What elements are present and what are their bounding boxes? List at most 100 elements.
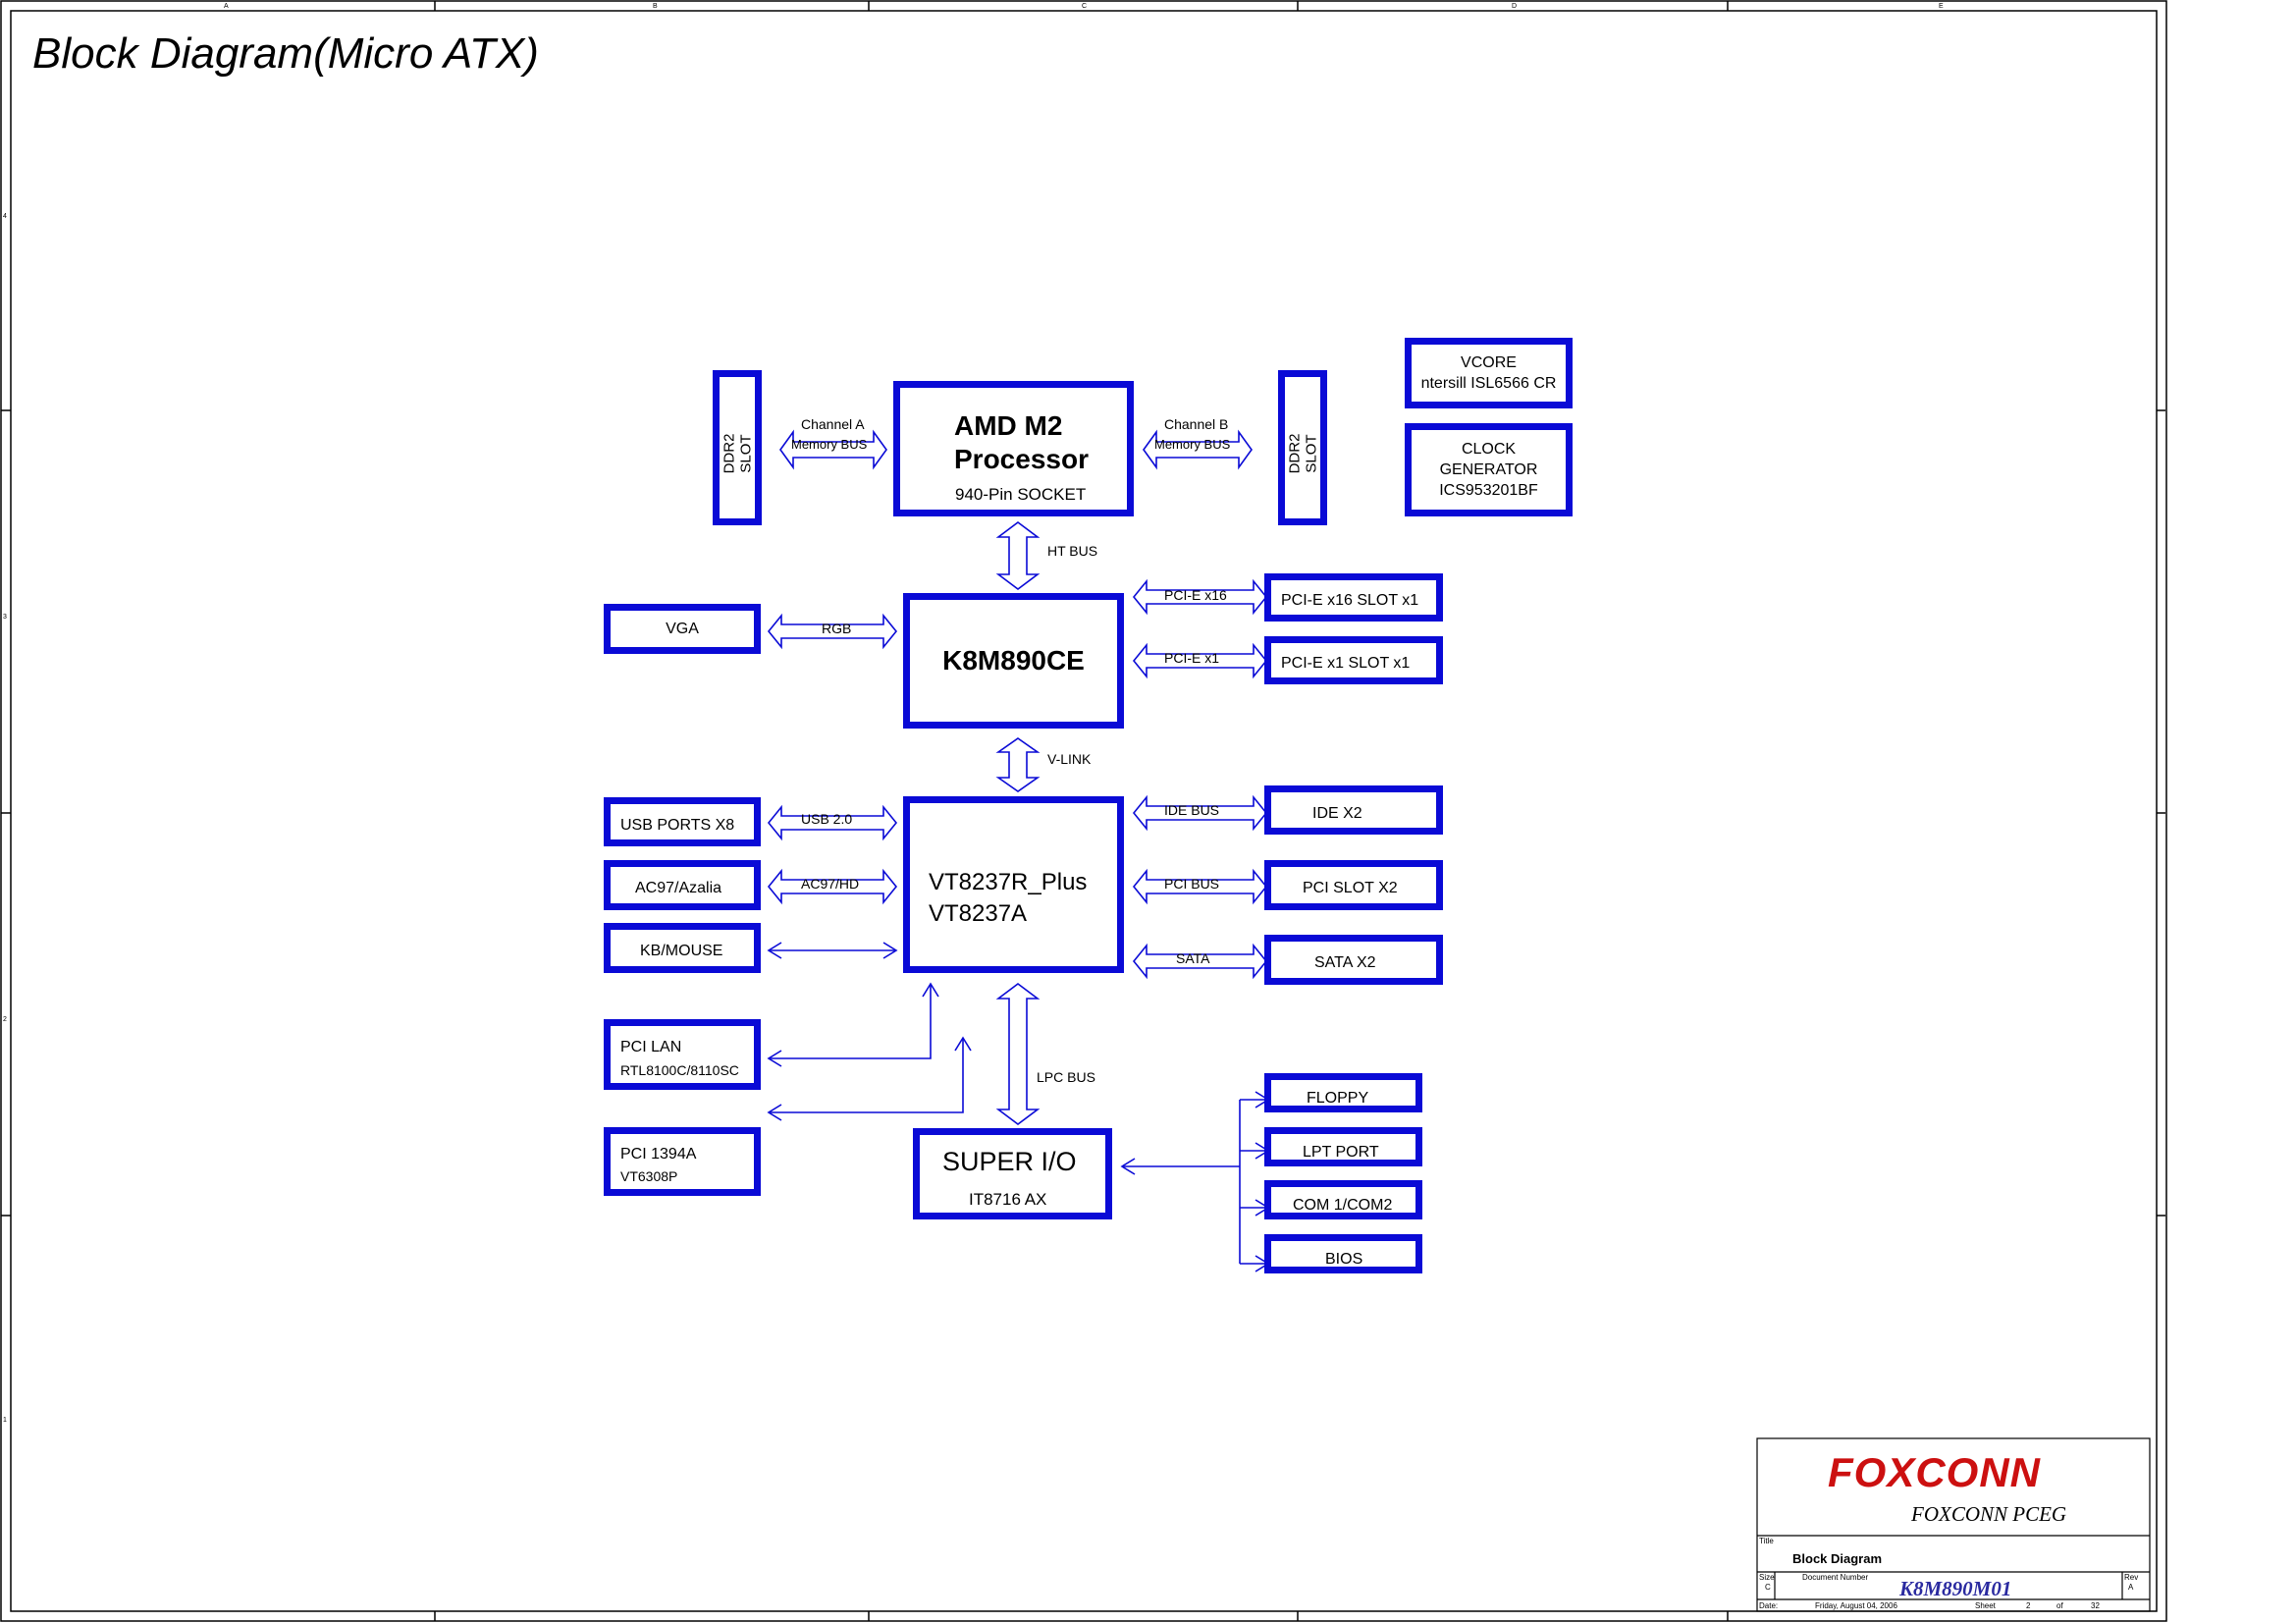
foxconn-logo: FOXCONN <box>1828 1449 2041 1495</box>
ruler-row-2: 2 <box>3 1016 7 1023</box>
usb-arrow <box>767 804 898 841</box>
cpu-line2: Processor <box>954 444 1089 474</box>
sheet-label: Sheet <box>1975 1601 1996 1610</box>
ac97-arrow <box>767 868 898 905</box>
ruler-row-3: 3 <box>3 614 7 621</box>
channel-a-arrow <box>779 429 887 470</box>
bus-label-pcie16: PCI-E x16 <box>1164 587 1227 603</box>
bus-label-pci: PCI BUS <box>1164 876 1220 892</box>
southbridge-name: VT8237R_Plus VT8237A <box>929 867 1087 930</box>
pci-lan-block: PCI LAN RTL8100C/8110SC <box>604 1019 761 1090</box>
clock-line3: ICS953201BF <box>1439 482 1538 499</box>
bios-label: BIOS <box>1325 1251 1363 1268</box>
pcie1-slot-block: PCI-E x1 SLOT x1 <box>1264 636 1443 684</box>
ide-block: IDE X2 <box>1264 785 1443 835</box>
floppy-label: FLOPPY <box>1307 1090 1369 1107</box>
ddr2-slot-right: DDR2 SLOT <box>1278 370 1327 525</box>
com-port-label: COM 1/COM2 <box>1293 1197 1393 1214</box>
clock-line2: GENERATOR <box>1439 461 1538 478</box>
of-value: 32 <box>2091 1601 2100 1610</box>
channel-b-arrow <box>1143 429 1253 470</box>
company-name: FOXCONN PCEG <box>1911 1502 2067 1526</box>
cpu-line1: AMD M2 <box>954 410 1063 441</box>
super-io-line1: SUPER I/O <box>942 1147 1077 1176</box>
pci-1394-line2: VT6308P <box>620 1168 678 1184</box>
com-port-block: COM 1/COM2 <box>1264 1180 1422 1219</box>
vga-label: VGA <box>666 620 699 637</box>
northbridge-label: K8M890CE <box>942 645 1085 676</box>
ruler-row-1: 1 <box>3 1417 7 1424</box>
vlink-arrow <box>995 737 1041 792</box>
clock-generator-block: CLOCK GENERATOR ICS953201BF <box>1405 423 1573 516</box>
cpu-socket: 940-Pin SOCKET <box>955 485 1087 504</box>
bus-label-channel-a: Channel A <box>801 416 865 432</box>
ruler-col-d: D <box>1512 3 1517 10</box>
pcie16-slot-block: PCI-E x16 SLOT x1 <box>1264 573 1443 622</box>
title-value: Block Diagram <box>1792 1551 1883 1566</box>
kb-mouse-label: KB/MOUSE <box>640 943 723 959</box>
clock-line1: CLOCK <box>1461 441 1517 458</box>
document-number-label: Document Number <box>1802 1573 1869 1582</box>
northbridge-block: K8M890CE <box>903 593 1124 729</box>
ide-label: IDE X2 <box>1312 805 1362 822</box>
lpc-bus-arrow <box>995 983 1041 1125</box>
pci-1394-line1: PCI 1394A <box>620 1146 697 1163</box>
pcie1-slot-label: PCI-E x1 SLOT x1 <box>1281 655 1411 672</box>
ac97-label: AC97/Azalia <box>635 880 722 896</box>
super-io-block: SUPER I/O IT8716 AX <box>913 1128 1112 1219</box>
bus-label-ac97: AC97/HD <box>801 876 860 892</box>
vcore-block: VCORE ntersill ISL6566 CR <box>1405 338 1573 408</box>
southbridge-block: VT8237R_Plus VT8237A <box>903 796 1124 973</box>
bus-label-usb: USB 2.0 <box>801 811 853 827</box>
date-value: Friday, August 04, 2006 <box>1815 1601 1897 1610</box>
vga-block: VGA <box>604 604 761 654</box>
usb-ports-block: USB PORTS X8 <box>604 797 761 846</box>
ruler-col-b: B <box>653 3 658 10</box>
ruler-row-4: 4 <box>3 213 7 220</box>
ddr2-slot-left: DDR2 SLOT <box>713 370 762 525</box>
pci-1394-block: PCI 1394A VT6308P <box>604 1127 761 1196</box>
bus-label-ht: HT BUS <box>1047 543 1098 559</box>
bus-label-pcie1: PCI-E x1 <box>1164 650 1220 666</box>
kb-mouse-block: KB/MOUSE <box>604 923 761 973</box>
vcore-line1: VCORE <box>1461 354 1517 371</box>
floppy-block: FLOPPY <box>1264 1073 1422 1112</box>
rgb-arrow <box>767 613 898 650</box>
usb-ports-label: USB PORTS X8 <box>620 817 735 834</box>
size-label: Size <box>1759 1573 1775 1582</box>
vcore-line2: ntersill ISL6566 CR <box>1420 375 1557 392</box>
lpt-port-block: LPT PORT <box>1264 1127 1422 1166</box>
size-value: C <box>1765 1583 1771 1592</box>
bus-label-vlink: V-LINK <box>1047 751 1092 767</box>
rev-label: Rev <box>2124 1573 2139 1582</box>
bios-block: BIOS <box>1264 1234 1422 1273</box>
pci-slot-label: PCI SLOT X2 <box>1303 880 1398 896</box>
bus-label-memory-bus-b: Memory BUS <box>1154 437 1231 452</box>
sheet-value: 2 <box>2026 1601 2031 1610</box>
bus-label-channel-b: Channel B <box>1164 416 1229 432</box>
ieee-line <box>769 1038 964 1113</box>
cpu-name: AMD M2 Processor <box>954 409 1089 476</box>
bus-label-lpc: LPC BUS <box>1037 1069 1095 1085</box>
bus-label-sata: SATA <box>1176 950 1210 966</box>
page-title: Block Diagram(Micro ATX) <box>32 29 539 78</box>
ht-bus-arrow <box>995 521 1041 590</box>
pci-slot-block: PCI SLOT X2 <box>1264 860 1443 910</box>
southbridge-line2: VT8237A <box>929 900 1028 927</box>
date-label: Date: <box>1759 1601 1779 1610</box>
title-label: Title <box>1759 1537 1774 1545</box>
pci-lan-line2: RTL8100C/8110SC <box>620 1062 739 1078</box>
southbridge-line1: VT8237R_Plus <box>929 869 1088 895</box>
of-label: of <box>2056 1601 2063 1610</box>
ruler-col-c: C <box>1082 3 1087 10</box>
super-io-line2: IT8716 AX <box>969 1190 1047 1209</box>
lan-line <box>769 984 932 1059</box>
cpu-block: AMD M2 Processor 940-Pin SOCKET <box>893 381 1134 516</box>
bus-label-memory-bus-a: Memory BUS <box>791 437 868 452</box>
rev-value: A <box>2128 1583 2134 1592</box>
ruler-col-a: A <box>224 3 229 10</box>
